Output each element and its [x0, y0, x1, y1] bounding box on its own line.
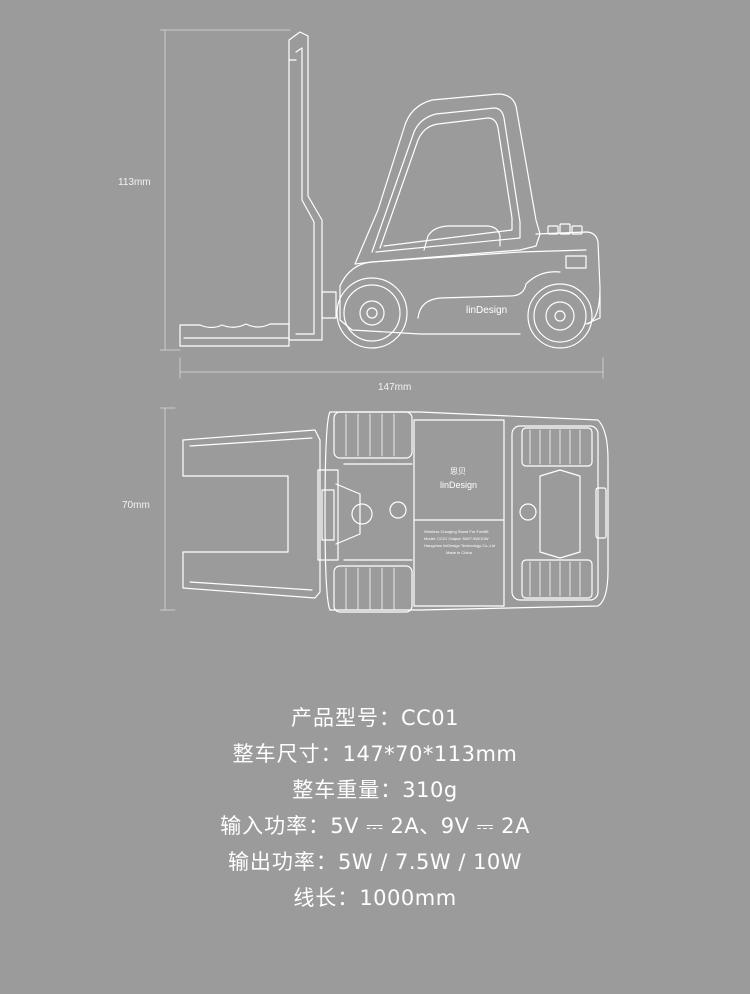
- spec-input-power: 输入功率：5V ⎓ 2A、9V ⎓ 2A: [0, 808, 750, 844]
- spec-output-power: 输出功率：5W / 7.5W / 10W: [0, 844, 750, 880]
- spec-weight-value: 310g: [402, 778, 458, 802]
- label-line-1: Wireless Charging Stand For Forklift: [424, 529, 489, 534]
- spec-cable-length-value: 1000mm: [359, 886, 457, 910]
- width-dimension-label: 70mm: [122, 500, 150, 511]
- dimension-lines-side: [159, 29, 604, 379]
- top-view-brand: linDesign: [440, 480, 477, 490]
- spec-list: 产品型号：CC01 整车尺寸：147*70*113mm 整车重量：310g 输入…: [0, 700, 750, 916]
- spec-size-value: 147*70*113mm: [342, 742, 518, 766]
- spec-output-power-value: 5W / 7.5W / 10W: [337, 850, 523, 874]
- top-view-brand-cn: 思贝: [450, 467, 466, 476]
- label-line-3: Hangzhou linDesign Technology Co.,Ltd: [424, 543, 495, 548]
- spec-cable-length-label: 线长：: [293, 886, 360, 910]
- spec-model-label: 产品型号：: [290, 706, 401, 730]
- height-dimension-label: 113mm: [118, 177, 151, 188]
- spec-cable-length: 线长：1000mm: [0, 880, 750, 916]
- label-line-4: Made in China: [446, 550, 473, 555]
- label-line-2: Model: CC01 Output: 5W/7.5W/10W: [424, 536, 489, 541]
- spec-weight: 整车重量：310g: [0, 772, 750, 808]
- spec-model: 产品型号：CC01: [0, 700, 750, 736]
- top-view-forklift: [182, 411, 609, 613]
- spec-output-power-label: 输出功率：: [227, 850, 338, 874]
- length-dimension-label: 147mm: [378, 382, 412, 393]
- side-view-forklift: [179, 31, 601, 349]
- spec-size: 整车尺寸：147*70*113mm: [0, 736, 750, 772]
- side-view-brand: linDesign: [466, 305, 507, 316]
- spec-input-power-value: 5V ⎓ 2A、9V ⎓ 2A: [330, 814, 530, 838]
- spec-input-power-label: 输入功率：: [220, 814, 331, 838]
- spec-weight-label: 整车重量：: [292, 778, 403, 802]
- dimension-lines-top: [159, 407, 176, 611]
- spec-size-label: 整车尺寸：: [232, 742, 343, 766]
- spec-model-value: CC01: [400, 706, 460, 730]
